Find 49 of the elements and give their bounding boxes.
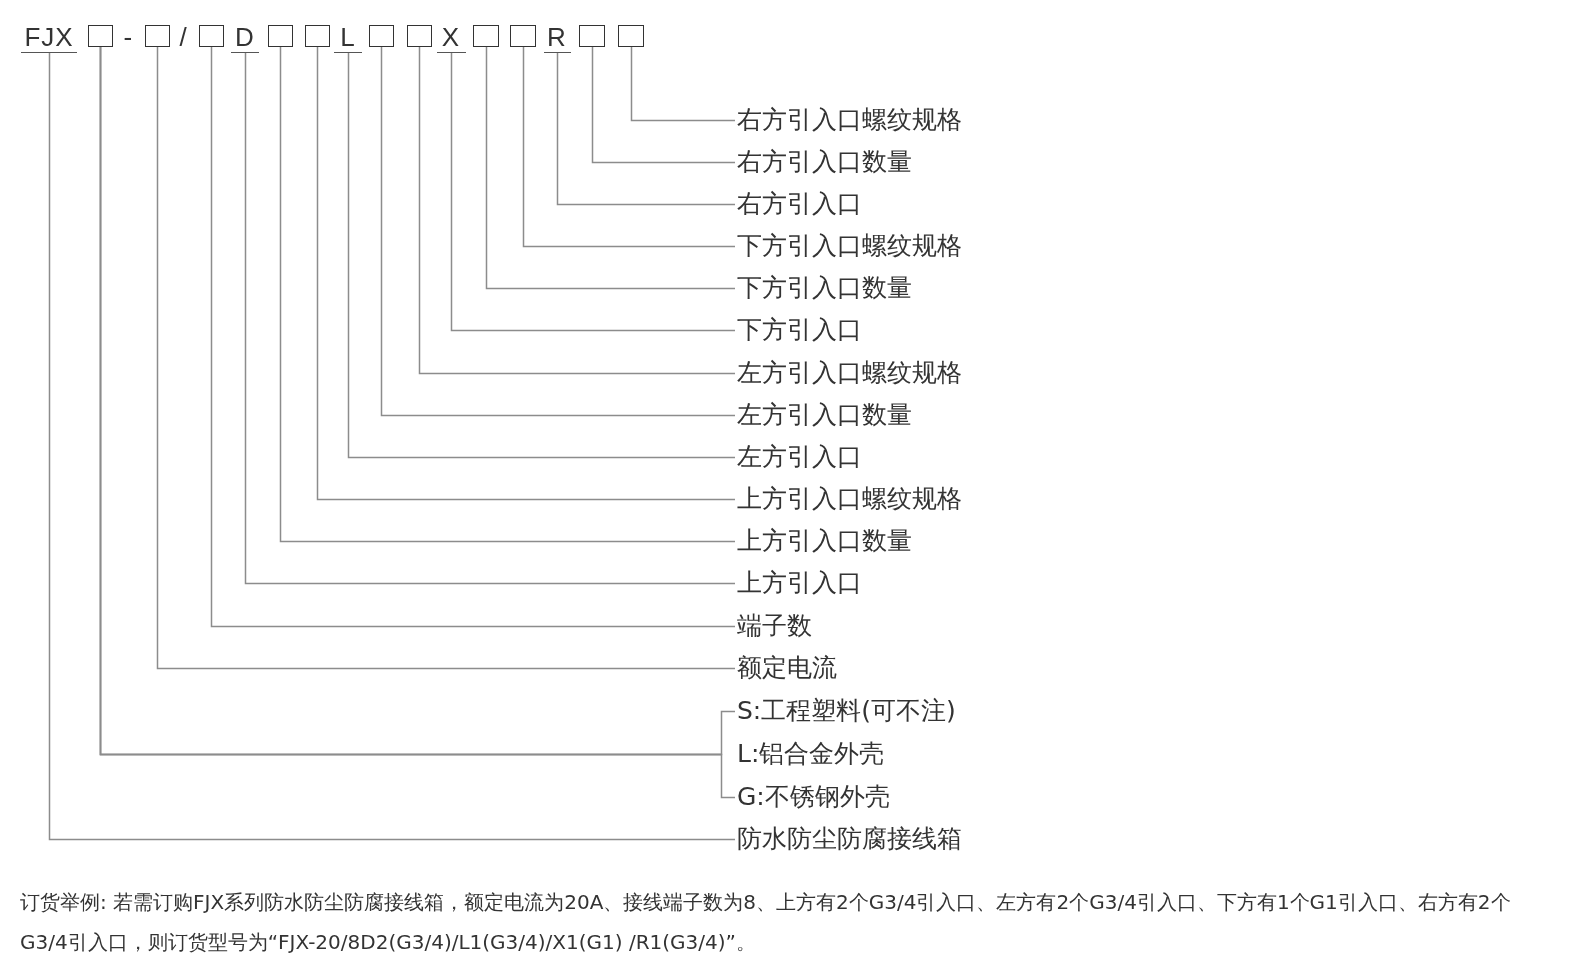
model-code-letters: R [543,22,571,53]
placeholder-square [473,25,499,47]
option-text: L:铝合金外壳 [737,739,885,769]
description-text: 右方引入口数量 [737,147,912,177]
description-text: 右方引入口 [737,189,862,219]
description-text: 上方引入口数量 [737,526,912,556]
description-text: 右方引入口螺纹规格 [737,105,962,135]
description-text: 下方引入口螺纹规格 [737,231,962,261]
leader-line [485,46,736,290]
placeholder-square [87,25,113,47]
model-code-letters: FJX [21,22,77,53]
model-code-letters: D [231,22,259,53]
leader-line [591,46,736,164]
description-text: 下方引入口数量 [737,273,912,303]
description-text: 上方引入口螺纹规格 [737,484,962,514]
description-text: 端子数 [737,611,812,641]
description-text: 左方引入口螺纹规格 [737,358,962,388]
placeholder-square [368,25,394,47]
model-code-letters: X [436,22,466,53]
description-text: 额定电流 [737,653,837,683]
leader-line [450,52,736,332]
order-example-note: 订货举例: 若需订购FJX系列防水防尘防腐接线箱，额定电流为20A、接线端子数为8、上方有2个G3/4引入口、左方有2个G3/4引入口、下方有1个G1引入口、右方有2个G3/4引入口，则订货型号为“FJX-20/8D2(G3/4)/L1(G3/4)/X1(G1) /R1(G3/4)”。 [20,889,1512,956]
description-text: 防水防尘防腐接线箱 [737,824,962,854]
model-code-letters: L [334,22,362,53]
placeholder-square [267,25,293,47]
leader-line [418,46,736,375]
placeholder-square [510,25,536,47]
placeholder-square [198,25,224,47]
leader-line [380,46,736,417]
leader-line [522,46,736,248]
placeholder-square [579,25,605,47]
description-text: 左方引入口数量 [737,400,912,430]
code-separator: / [179,22,187,52]
placeholder-square [304,25,330,47]
leader-line [156,46,736,670]
placeholder-square [618,25,644,47]
code-separator: - [123,22,133,52]
description-text: 下方引入口 [737,315,862,345]
leader-line [630,46,736,122]
description-text: 上方引入口 [737,568,862,598]
leader-line [347,52,736,459]
leader-line [279,46,736,543]
placeholder-square [406,25,432,47]
leader-line [316,46,736,501]
option-text: S:工程塑料(可不注) [737,696,956,726]
description-text: 左方引入口 [737,442,862,472]
placeholder-square [144,25,170,47]
option-text: G:不锈钢外壳 [737,782,890,812]
leader-line [556,52,736,206]
